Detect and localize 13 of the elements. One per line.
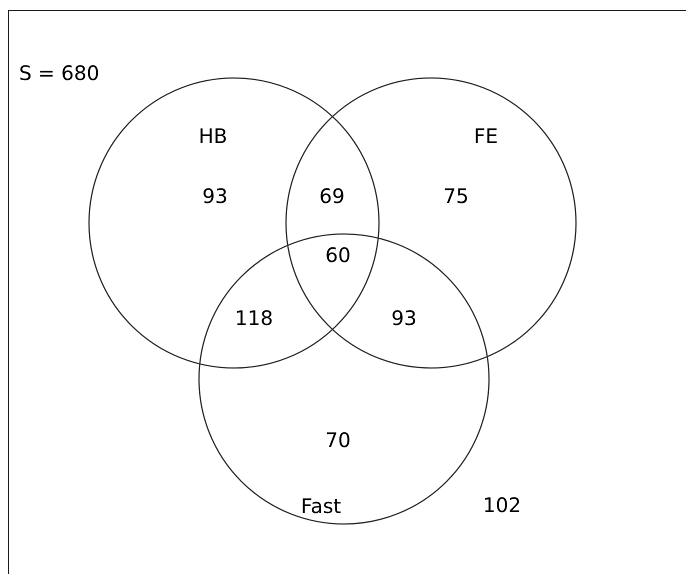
set-label: FE xyxy=(474,124,498,148)
region-count: 75 xyxy=(443,184,469,208)
region-count: 60 xyxy=(325,243,351,267)
region-count: 93 xyxy=(202,184,228,208)
region-count: 118 xyxy=(234,306,274,330)
region-count: 70 xyxy=(325,428,351,452)
region-count: 102 xyxy=(482,493,522,517)
region-count: 69 xyxy=(319,184,345,208)
region-count: 93 xyxy=(391,306,417,330)
set-label: Fast xyxy=(300,494,342,518)
universe-frame xyxy=(8,10,686,574)
set-label: HB xyxy=(198,124,228,148)
universe-label: S = 680 xyxy=(19,61,100,85)
